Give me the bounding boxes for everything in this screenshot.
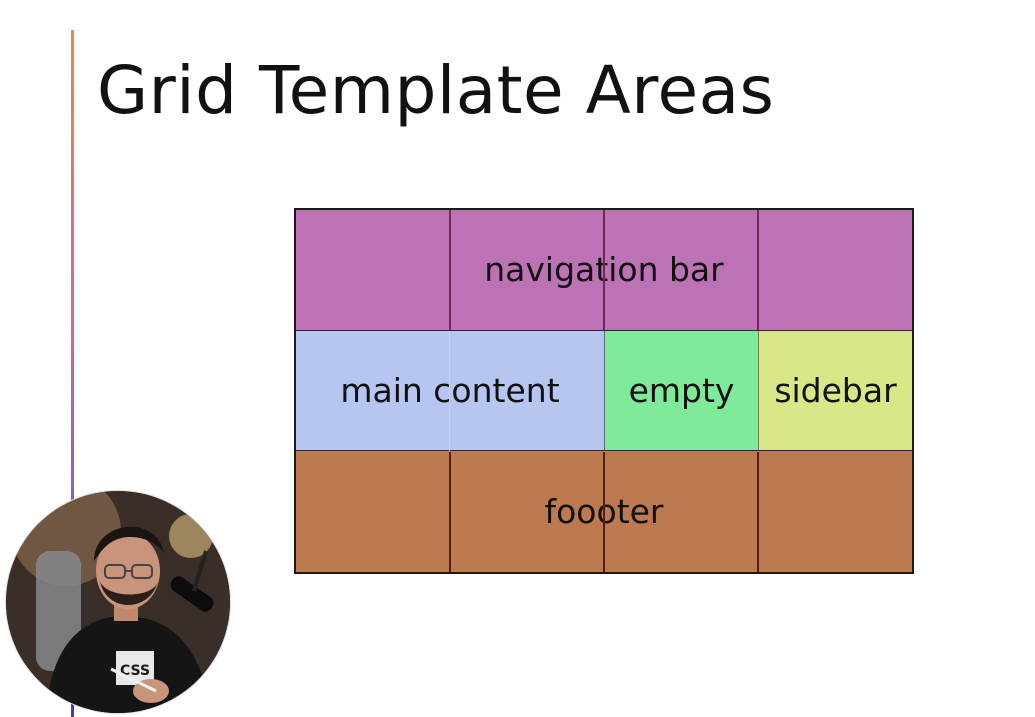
webcam-overlay: CSS — [6, 491, 230, 713]
presenter-video-icon: CSS — [6, 491, 230, 713]
grid-area-label: sidebar — [774, 370, 897, 410]
grid-area-label: empty — [628, 370, 735, 410]
grid-area-empty: empty — [604, 330, 758, 452]
grid-area-label: navigation bar — [484, 250, 724, 290]
grid-area-navigation-bar: navigation bar — [296, 210, 912, 331]
grid-area-footer: foooter — [296, 451, 912, 572]
grid-diagram: navigation bar main content empty sideba… — [294, 208, 914, 574]
accent-line — [71, 30, 74, 717]
slide-title: Grid Template Areas — [97, 52, 775, 129]
grid-area-label: main content — [340, 370, 560, 410]
grid-area-label: foooter — [544, 492, 664, 532]
grid-area-sidebar: sidebar — [758, 330, 912, 452]
grid-area-main-content: main content — [296, 330, 604, 452]
shirt-logo-text: CSS — [120, 663, 150, 679]
